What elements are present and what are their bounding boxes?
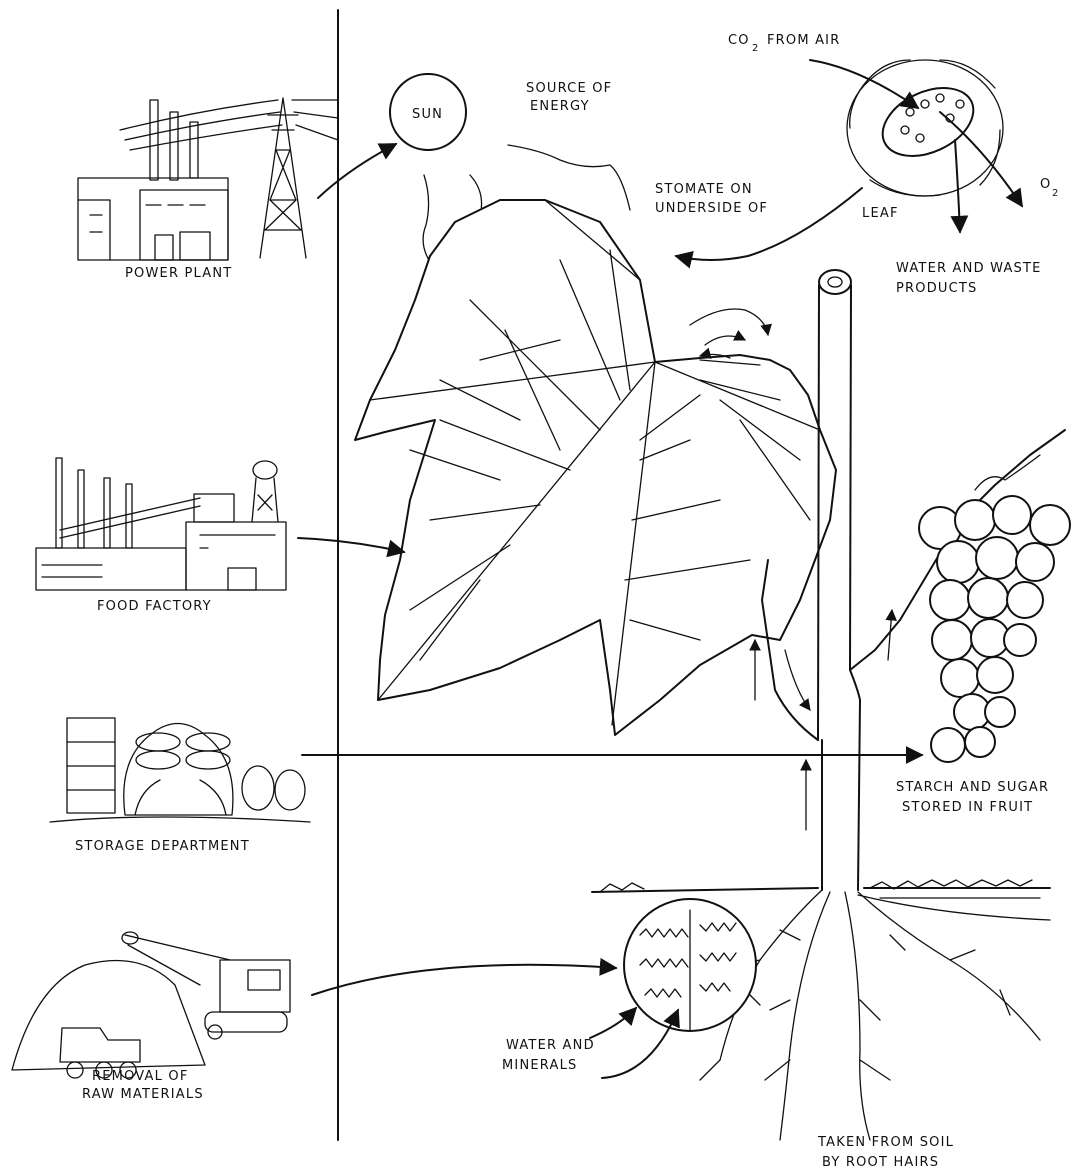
co2-c-label: CO bbox=[728, 33, 750, 48]
arrow-power-to-sun bbox=[318, 144, 396, 198]
o2-subscript: 2 bbox=[1052, 188, 1060, 199]
storage-department-illustration bbox=[50, 718, 310, 822]
arrow-factory-to-leaf bbox=[298, 538, 404, 552]
leaf-airflow-arrows bbox=[690, 309, 768, 335]
food-factory-illustration bbox=[36, 458, 286, 590]
plant-roots bbox=[700, 890, 1050, 1140]
leaf-airflow-arrow-2 bbox=[705, 336, 745, 345]
sun-label: SUN bbox=[412, 107, 443, 122]
arrow-raw-to-roots bbox=[312, 965, 616, 995]
arrow-minerals-to-root-2 bbox=[590, 1008, 636, 1038]
taken-soil-line2: BY ROOT HAIRS bbox=[822, 1155, 939, 1170]
storage-department-label: STORAGE DEPARTMENT bbox=[75, 839, 250, 854]
arrow-water-out bbox=[955, 140, 960, 232]
leaf-word-label: LEAF bbox=[862, 206, 899, 221]
source-energy-line2: ENERGY bbox=[530, 99, 590, 114]
o2-o-label: O bbox=[1040, 177, 1051, 192]
removal-label-line1: REMOVAL OF bbox=[92, 1069, 189, 1084]
source-energy-line1: SOURCE OF bbox=[526, 81, 612, 96]
stomate-line2: UNDERSIDE OF bbox=[655, 201, 768, 216]
stomate-line1: STOMATE ON bbox=[655, 182, 753, 197]
root-hair-magnified bbox=[624, 899, 756, 1031]
grape-leaf bbox=[355, 200, 836, 735]
power-plant-illustration bbox=[78, 98, 338, 260]
starch-sugar-line2: STORED IN FRUIT bbox=[902, 800, 1033, 815]
water-waste-line1: WATER AND WASTE bbox=[896, 261, 1042, 276]
co2-from-air-label: FROM AIR bbox=[767, 33, 840, 48]
grape-cluster bbox=[919, 455, 1070, 762]
water-minerals-line1: WATER AND bbox=[506, 1038, 595, 1053]
taken-soil-line1: TAKEN FROM SOIL bbox=[817, 1135, 954, 1150]
raw-materials-excavation-illustration bbox=[12, 932, 290, 1078]
starch-sugar-line1: STARCH AND SUGAR bbox=[896, 780, 1049, 795]
water-minerals-line2: MINERALS bbox=[502, 1058, 577, 1073]
arrow-stomate-to-leaf bbox=[676, 188, 862, 260]
water-waste-line2: PRODUCTS bbox=[896, 281, 978, 296]
removal-label-line2: RAW MATERIALS bbox=[82, 1087, 204, 1102]
stem-flow-arrow-down bbox=[785, 650, 810, 710]
food-factory-label: FOOD FACTORY bbox=[97, 599, 212, 614]
power-plant-label: POWER PLANT bbox=[125, 266, 232, 281]
co2-subscript: 2 bbox=[752, 43, 760, 54]
